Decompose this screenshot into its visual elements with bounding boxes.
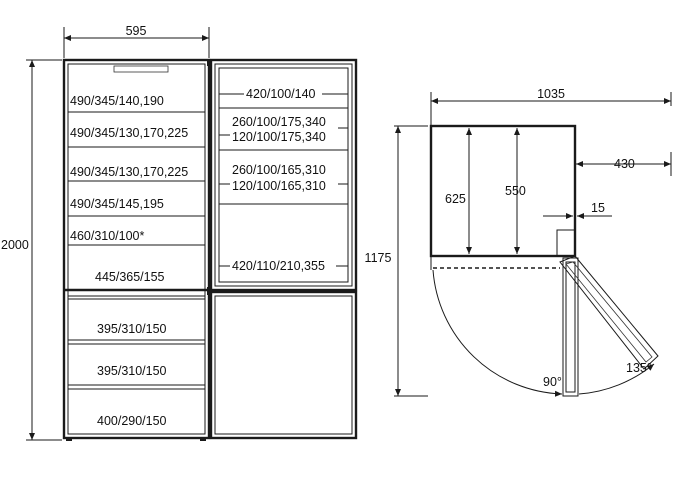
fridge-shelf-label: 490/345/130,170,225 xyxy=(70,165,188,179)
door-shelf-label: 120/100/175,340 xyxy=(232,130,326,144)
freezer-drawer-label: 395/310/150 xyxy=(97,322,167,336)
cabinet-body xyxy=(429,124,577,258)
fridge-shelf-lines xyxy=(64,111,209,297)
angle-135-label: 135° xyxy=(626,361,652,375)
depth-open-label: 1035 xyxy=(537,87,565,101)
door-shelf-label: 260/100/175,340 xyxy=(232,115,326,129)
door-open-90-inner xyxy=(565,261,576,393)
fridge-shelf-label: 445/365/155 xyxy=(95,270,165,284)
freezer-drawer-lines xyxy=(68,298,205,390)
right-door-lower xyxy=(209,290,358,440)
door-shelf-lines xyxy=(219,107,348,205)
hinge-top xyxy=(207,60,212,66)
door-shelf-label: 120/100/165,310 xyxy=(232,179,326,193)
door-shelf-label: 260/100/165,310 xyxy=(232,163,326,177)
door-label-ticks xyxy=(219,93,348,267)
inner-depth-1-label: 625 xyxy=(445,192,466,206)
angle-90-label: 90° xyxy=(543,375,562,389)
door-shelf-labels: 420/100/140 260/100/175,340 120/100/175,… xyxy=(232,87,326,273)
fridge-shelf-label: 490/345/140,190 xyxy=(70,94,164,108)
fridge-shelf-label: 490/345/145,195 xyxy=(70,197,164,211)
swing-arc-135 xyxy=(578,363,655,395)
door-open-135-inner xyxy=(565,261,653,363)
height-label: 2000 xyxy=(1,238,29,252)
fridge-shelf-label: 460/310/100* xyxy=(70,229,145,243)
width-label: 595 xyxy=(126,24,147,38)
door-open-135 xyxy=(559,255,659,370)
gap-label: 15 xyxy=(591,201,605,215)
control-panel xyxy=(113,65,169,73)
foot-left xyxy=(66,438,72,441)
right-door-upper xyxy=(209,58,358,292)
door-open-90 xyxy=(562,257,579,397)
left-cabinet-outline xyxy=(62,58,211,440)
fridge-shelf-label: 490/345/130,170,225 xyxy=(70,126,188,140)
front-view: 595 2000 490/345/140,190 490/345/130,170… xyxy=(1,24,358,441)
swing-arc-90 xyxy=(432,269,563,397)
right-door-upper-liner xyxy=(218,67,349,283)
side-view: 1035 430 1175 625 550 15 xyxy=(365,87,672,397)
freezer-drawer-label: 400/290/150 xyxy=(97,414,167,428)
foot-right xyxy=(200,438,206,441)
fridge-shelf-labels: 490/345/140,190 490/345/130,170,225 490/… xyxy=(70,94,188,284)
door-shelf-label: 420/100/140 xyxy=(246,87,316,101)
freezer-drawer-label: 395/310/150 xyxy=(97,364,167,378)
left-cabinet-inner xyxy=(67,63,206,435)
door-swing-label: 430 xyxy=(614,157,635,171)
freezer-drawer-labels: 395/310/150 395/310/150 400/290/150 xyxy=(97,322,167,428)
side-height-label: 1175 xyxy=(365,251,392,265)
door-shelf-label: 420/110/210,355 xyxy=(232,259,325,273)
inner-depth-2-label: 550 xyxy=(505,184,526,198)
right-door-upper-inner xyxy=(214,63,353,287)
right-door-lower-inner xyxy=(214,295,353,435)
hinge-block xyxy=(556,229,576,257)
hinge-middle xyxy=(207,287,212,295)
